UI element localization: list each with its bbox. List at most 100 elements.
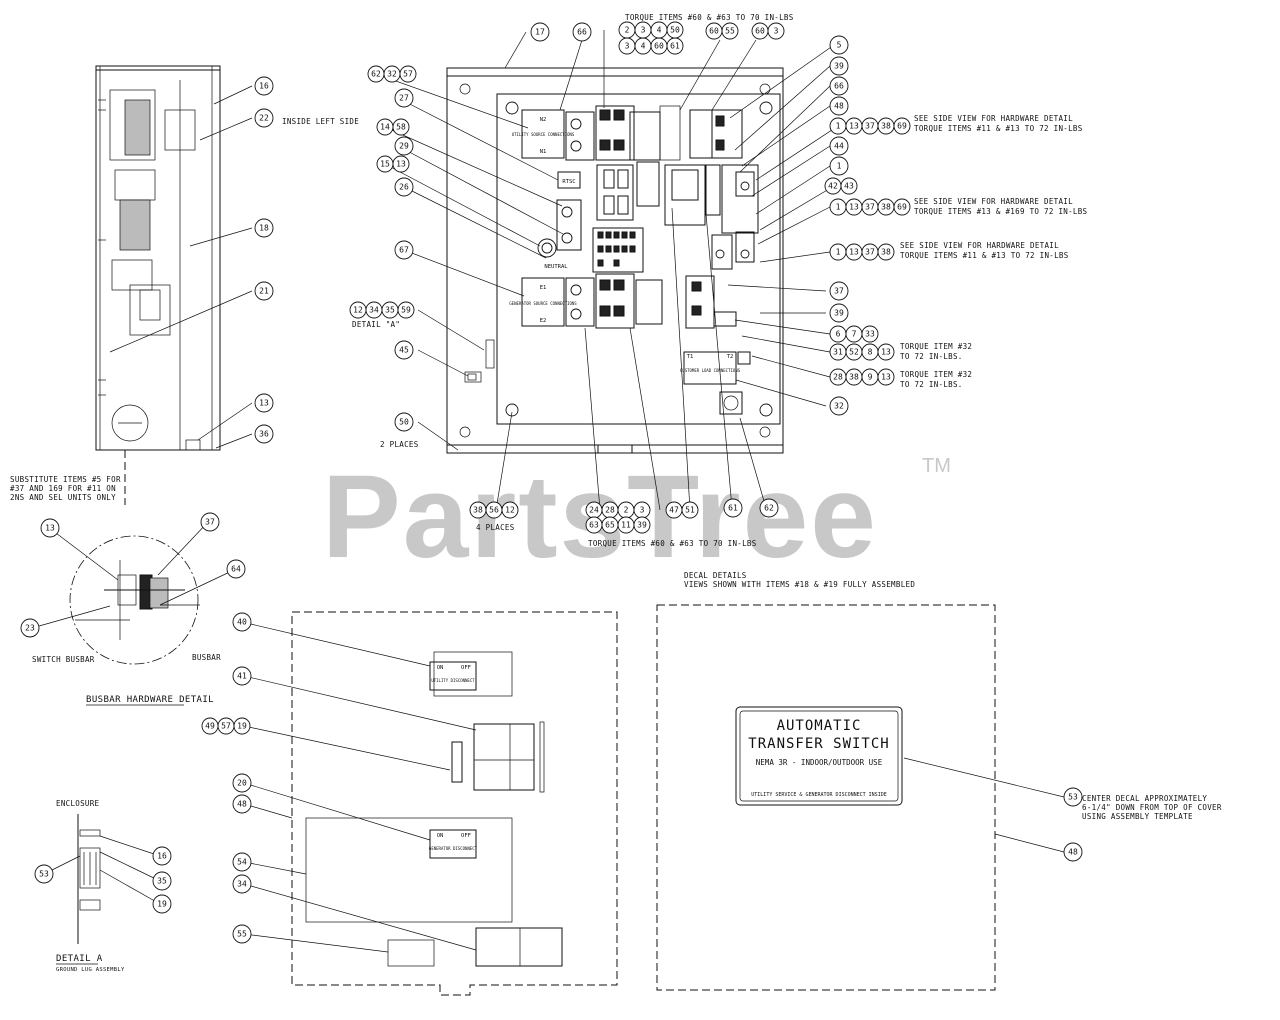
callout-14: 14 [376, 118, 394, 136]
decal-1-on: ON [437, 665, 444, 671]
svg-text:61: 61 [728, 504, 738, 513]
t2-label: T2 [727, 354, 734, 360]
callout-36: 36 [254, 424, 274, 444]
callout-31: 7 [845, 325, 863, 343]
callout-39: 37 [200, 512, 220, 532]
svg-text:39: 39 [637, 521, 647, 530]
decal-1-name: UTILITY DISCONNECT [431, 678, 475, 683]
callout-6: 37 [829, 281, 849, 301]
brand-tag: RTSC [562, 179, 575, 185]
svg-text:45: 45 [399, 346, 409, 355]
svg-text:38: 38 [881, 122, 891, 131]
svg-text:12: 12 [353, 306, 363, 315]
svg-text:37: 37 [865, 203, 875, 212]
svg-text:49: 49 [205, 722, 215, 731]
svg-text:19: 19 [157, 900, 167, 909]
decal-2-name: GENERATOR DISCONNECT [429, 846, 478, 851]
svg-text:15: 15 [380, 160, 390, 169]
svg-text:48: 48 [834, 102, 844, 111]
callout-41: 57 [217, 717, 235, 735]
svg-text:3: 3 [774, 27, 779, 36]
callout-38-r4: 13 [877, 343, 895, 361]
decal-2-on: ON [437, 833, 444, 839]
callout-44: 44 [829, 136, 849, 156]
svg-text:29: 29 [399, 142, 409, 151]
callout-11: 13 [40, 518, 60, 538]
detail-a-sub: GROUND LUG ASSEMBLY [56, 967, 125, 973]
callout-59: 59 [397, 301, 415, 319]
callout-34: 34 [365, 301, 383, 319]
svg-text:6: 6 [836, 330, 841, 339]
callout-5-top: 5 [829, 35, 849, 55]
svg-text:50: 50 [399, 418, 409, 427]
svg-text:22: 22 [259, 114, 269, 123]
svg-text:3: 3 [625, 42, 630, 51]
svg-text:35: 35 [157, 877, 167, 886]
svg-text:37: 37 [205, 518, 215, 527]
busbar-detail-title: BUSBAR HARDWARE DETAIL [86, 695, 214, 705]
gen-e2-label: E2 [540, 318, 547, 324]
svg-text:38: 38 [849, 373, 859, 382]
svg-text:24: 24 [589, 506, 599, 515]
busbar-label: BUSBAR [192, 653, 221, 662]
svg-text:34: 34 [369, 306, 379, 315]
callout-69-r1: 69 [893, 117, 911, 135]
front-cover-view: AUTOMATIC TRANSFER SWITCH NEMA 3R - INDO… [656, 604, 996, 991]
callout-35: 35 [381, 301, 399, 319]
svg-text:31: 31 [833, 348, 843, 357]
substitute-note-1: SUBSTITUTE ITEMS #5 FOR [10, 475, 121, 484]
torque-item-32-a2: TO 72 IN-LBS. [900, 352, 963, 361]
two-places-label: 2 PLACES [380, 440, 419, 449]
utility-n2-label: N2 [540, 117, 547, 123]
torque-side-note-1: TORQUE ITEMS #11 & #13 TO 72 IN-LBS [914, 124, 1083, 133]
side-view [95, 65, 221, 505]
svg-text:43: 43 [844, 182, 854, 191]
callout-58: 58 [392, 118, 410, 136]
callouts: 17 66 2 3 4 50 3 4 60 61 60 55 60 3 5 39… [20, 21, 1083, 944]
callout-13-r4: 52 [845, 343, 863, 361]
gen-e1-label: E1 [540, 285, 547, 291]
watermark-text: PartsTree [322, 451, 878, 583]
svg-text:20: 20 [237, 779, 247, 788]
svg-text:47: 47 [669, 506, 679, 515]
svg-text:3: 3 [640, 506, 645, 515]
svg-text:32: 32 [387, 70, 397, 79]
detail-a-title: DETAIL A [56, 954, 103, 964]
t1-label: T1 [687, 354, 694, 360]
svg-text:60: 60 [709, 27, 719, 36]
svg-text:14: 14 [380, 123, 390, 132]
callout-1-r2: 1 [829, 198, 847, 216]
svg-text:66: 66 [577, 28, 587, 37]
decal-header-1: DECAL DETAILS [684, 571, 747, 580]
svg-text:37: 37 [834, 287, 844, 296]
svg-text:38: 38 [881, 203, 891, 212]
callout-16-da: 19 [152, 894, 172, 914]
torque-item-32-b2: TO 72 IN-LBS. [900, 380, 963, 389]
inside-left-side-label: INSIDE LEFT SIDE [282, 117, 359, 126]
svg-text:13: 13 [881, 373, 891, 382]
callout-24: 56 [485, 501, 503, 519]
callout-28-b: 12 [501, 501, 519, 519]
svg-text:42: 42 [828, 182, 838, 191]
callout-48: 34 [232, 874, 252, 894]
callout-4: 4 [650, 21, 668, 39]
svg-text:37: 37 [865, 122, 875, 131]
center-decal-note-3: USING ASSEMBLY TEMPLATE [1082, 812, 1193, 821]
callout-38-r3: 38 [877, 243, 895, 261]
callout-16-side: 16 [254, 76, 274, 96]
svg-text:13: 13 [881, 348, 891, 357]
svg-text:40: 40 [237, 618, 247, 627]
svg-text:38: 38 [473, 506, 483, 515]
svg-text:2: 2 [624, 506, 629, 515]
svg-text:34: 34 [237, 880, 247, 889]
callout-56: 32 [829, 396, 849, 416]
svg-text:48: 48 [1068, 848, 1078, 857]
torque-top-note: TORQUE ITEMS #60 & #63 TO 70 IN-LBS [625, 13, 794, 22]
callout-13-r5: 38 [845, 368, 863, 386]
utility-n1-label: N1 [540, 149, 547, 155]
svg-text:9: 9 [868, 373, 873, 382]
callout-30: 62 [367, 65, 385, 83]
customer-load-label: CUSTOMER LOAD CONNECTIONS [680, 368, 741, 373]
switch-busbar-label: SWITCH BUSBAR [32, 655, 95, 664]
